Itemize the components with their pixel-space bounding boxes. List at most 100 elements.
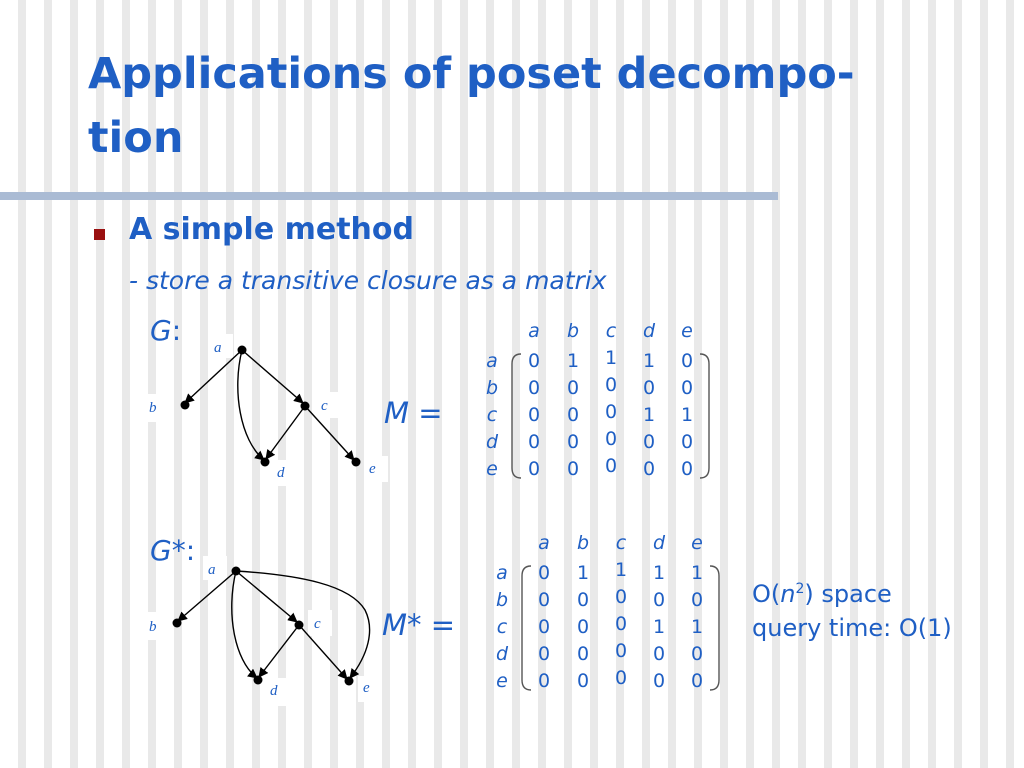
matrix-m-cell: 0 bbox=[643, 458, 655, 480]
matrix-m-cell: 1 bbox=[605, 347, 617, 369]
space-variable: n bbox=[780, 580, 796, 608]
matrix-mstar-cell: 0 bbox=[653, 670, 665, 692]
matrix-m-label: M = bbox=[384, 396, 443, 430]
matrix-mstar-cell: 1 bbox=[615, 559, 627, 581]
square-bullet-icon bbox=[94, 229, 105, 240]
space-exponent: 2 bbox=[795, 581, 805, 597]
matrix-mstar-cell: 1 bbox=[653, 562, 665, 584]
matrix-m-name: M bbox=[384, 396, 410, 430]
graph-g-edge-a-c bbox=[241, 349, 304, 404]
matrix-m-cell: 1 bbox=[567, 350, 579, 372]
matrix-m-equals: = bbox=[418, 396, 443, 430]
graph-g-node-c-label: c bbox=[321, 398, 328, 414]
matrix-mstar-left-bracket bbox=[521, 565, 532, 691]
graph-g-edge-a-b bbox=[184, 349, 243, 404]
complexity-note: O(n2) space query time: O(1) bbox=[752, 572, 952, 645]
graph-g-node-e-label: e bbox=[369, 461, 376, 477]
matrix-mstar-cell: 0 bbox=[538, 589, 550, 611]
matrix-m-cell: 0 bbox=[528, 377, 540, 399]
matrix-mstar-row-header-b: b bbox=[496, 589, 508, 611]
space-complexity: O(n2) space bbox=[752, 572, 952, 611]
matrix-m-row-header-b: b bbox=[486, 377, 498, 399]
matrix-m-col-header-c: c bbox=[606, 320, 617, 342]
graph-gstar-node-b-box bbox=[145, 612, 169, 640]
graph-gstar-node-a bbox=[231, 566, 241, 576]
matrix-m-col-header-e: e bbox=[681, 320, 693, 342]
graph-g-node-d-label: d bbox=[277, 465, 285, 481]
matrix-m-cell: 0 bbox=[643, 377, 655, 399]
graph-g-edge-c-e bbox=[304, 405, 355, 461]
graph-g-node-a bbox=[237, 345, 247, 355]
graph-gstar: a b c d e bbox=[145, 556, 382, 706]
graph-g: a b c d e bbox=[145, 334, 388, 486]
graph-gstar-node-b-label: b bbox=[149, 619, 157, 635]
matrix-m-cell: 0 bbox=[567, 377, 579, 399]
graph-gstar-node-e bbox=[344, 676, 354, 686]
matrix-m-row-header-e: e bbox=[486, 458, 498, 480]
matrix-mstar-label: M* = bbox=[382, 608, 455, 642]
graph-g-node-b bbox=[180, 400, 190, 410]
matrix-mstar-row-header-c: c bbox=[497, 616, 508, 638]
matrix-m-row-header-d: d bbox=[486, 431, 499, 453]
slide-title-line-1: Applications of poset decompo- bbox=[88, 49, 855, 99]
graph-g-label: G: bbox=[150, 314, 181, 347]
graph-gstar-node-c bbox=[294, 620, 304, 630]
matrix-mstar-cell: 1 bbox=[691, 562, 703, 584]
graph-g-node-d bbox=[260, 457, 270, 467]
matrix-mstar-col-header-c: c bbox=[616, 532, 627, 554]
graph-gstar-node-b bbox=[172, 618, 182, 628]
matrix-mstar-cell: 1 bbox=[577, 562, 589, 584]
space-prefix: O( bbox=[752, 580, 781, 608]
matrix-mstar-cell: 0 bbox=[653, 589, 665, 611]
graph-gstar-edge-c-e bbox=[298, 624, 348, 680]
matrix-mstar-row-header-e: e bbox=[496, 670, 508, 692]
graph-g-node-c bbox=[300, 401, 310, 411]
slide-title-line-2: tion bbox=[88, 113, 184, 163]
matrix-mstar-right-bracket bbox=[709, 565, 720, 691]
graph-g-node-b-box bbox=[145, 394, 169, 422]
matrix-m-cell: 0 bbox=[528, 458, 540, 480]
matrix-m-cell: 0 bbox=[681, 350, 693, 372]
matrix-m-cell: 0 bbox=[605, 374, 617, 396]
matrix-m-cell: 1 bbox=[643, 350, 655, 372]
matrix-mstar-cell: 0 bbox=[538, 616, 550, 638]
graph-g-node-c-box bbox=[314, 392, 338, 418]
space-suffix: ) space bbox=[804, 580, 892, 608]
bullet-heading: A simple method bbox=[129, 212, 414, 247]
matrix-mstar-cell: 0 bbox=[538, 562, 550, 584]
matrix-mstar-cell: 0 bbox=[653, 643, 665, 665]
graph-gstar-node-c-label: c bbox=[314, 616, 321, 632]
matrix-mstar-cell: 0 bbox=[577, 670, 589, 692]
matrix-mstar-cell: 0 bbox=[691, 670, 703, 692]
matrix-mstar-row-header-a: a bbox=[496, 562, 508, 584]
graph-g-edge-a-d bbox=[237, 349, 265, 461]
matrix-m-col-header-a: a bbox=[528, 320, 540, 342]
matrix-mstar-name: M* bbox=[382, 608, 422, 642]
graph-gstar-node-e-box bbox=[358, 676, 382, 702]
bullet-subheading: - store a transitive closure as a matrix bbox=[129, 266, 607, 295]
matrix-m-right-bracket bbox=[699, 353, 710, 479]
matrix-mstar-cell: 0 bbox=[615, 640, 627, 662]
graph-gstar-node-c-box bbox=[308, 610, 332, 636]
matrix-m-cell: 0 bbox=[528, 350, 540, 372]
matrix-mstar-col-header-b: b bbox=[577, 532, 589, 554]
matrix-m-col-header-d: d bbox=[643, 320, 656, 342]
matrix-m-col-header-b: b bbox=[567, 320, 579, 342]
matrix-m-cell: 0 bbox=[681, 377, 693, 399]
graph-gstar-label: G*: bbox=[150, 534, 195, 567]
graph-gstar-edge-a-b bbox=[177, 570, 237, 622]
matrix-mstar-cell: 0 bbox=[577, 616, 589, 638]
graph-gstar-edge-a-c bbox=[235, 570, 298, 623]
graph-gstar-edge-c-d bbox=[258, 624, 300, 678]
matrix-m-cell: 0 bbox=[605, 428, 617, 450]
matrix-mstar-col-header-a: a bbox=[538, 532, 550, 554]
matrix-mstar-cell: 1 bbox=[691, 616, 703, 638]
graph-g-edge-c-d bbox=[265, 405, 306, 460]
matrix-m-cell: 0 bbox=[643, 431, 655, 453]
matrix-m-cell: 0 bbox=[528, 431, 540, 453]
graph-gstar-node-d-box bbox=[264, 678, 288, 706]
matrix-m-cell: 0 bbox=[567, 431, 579, 453]
